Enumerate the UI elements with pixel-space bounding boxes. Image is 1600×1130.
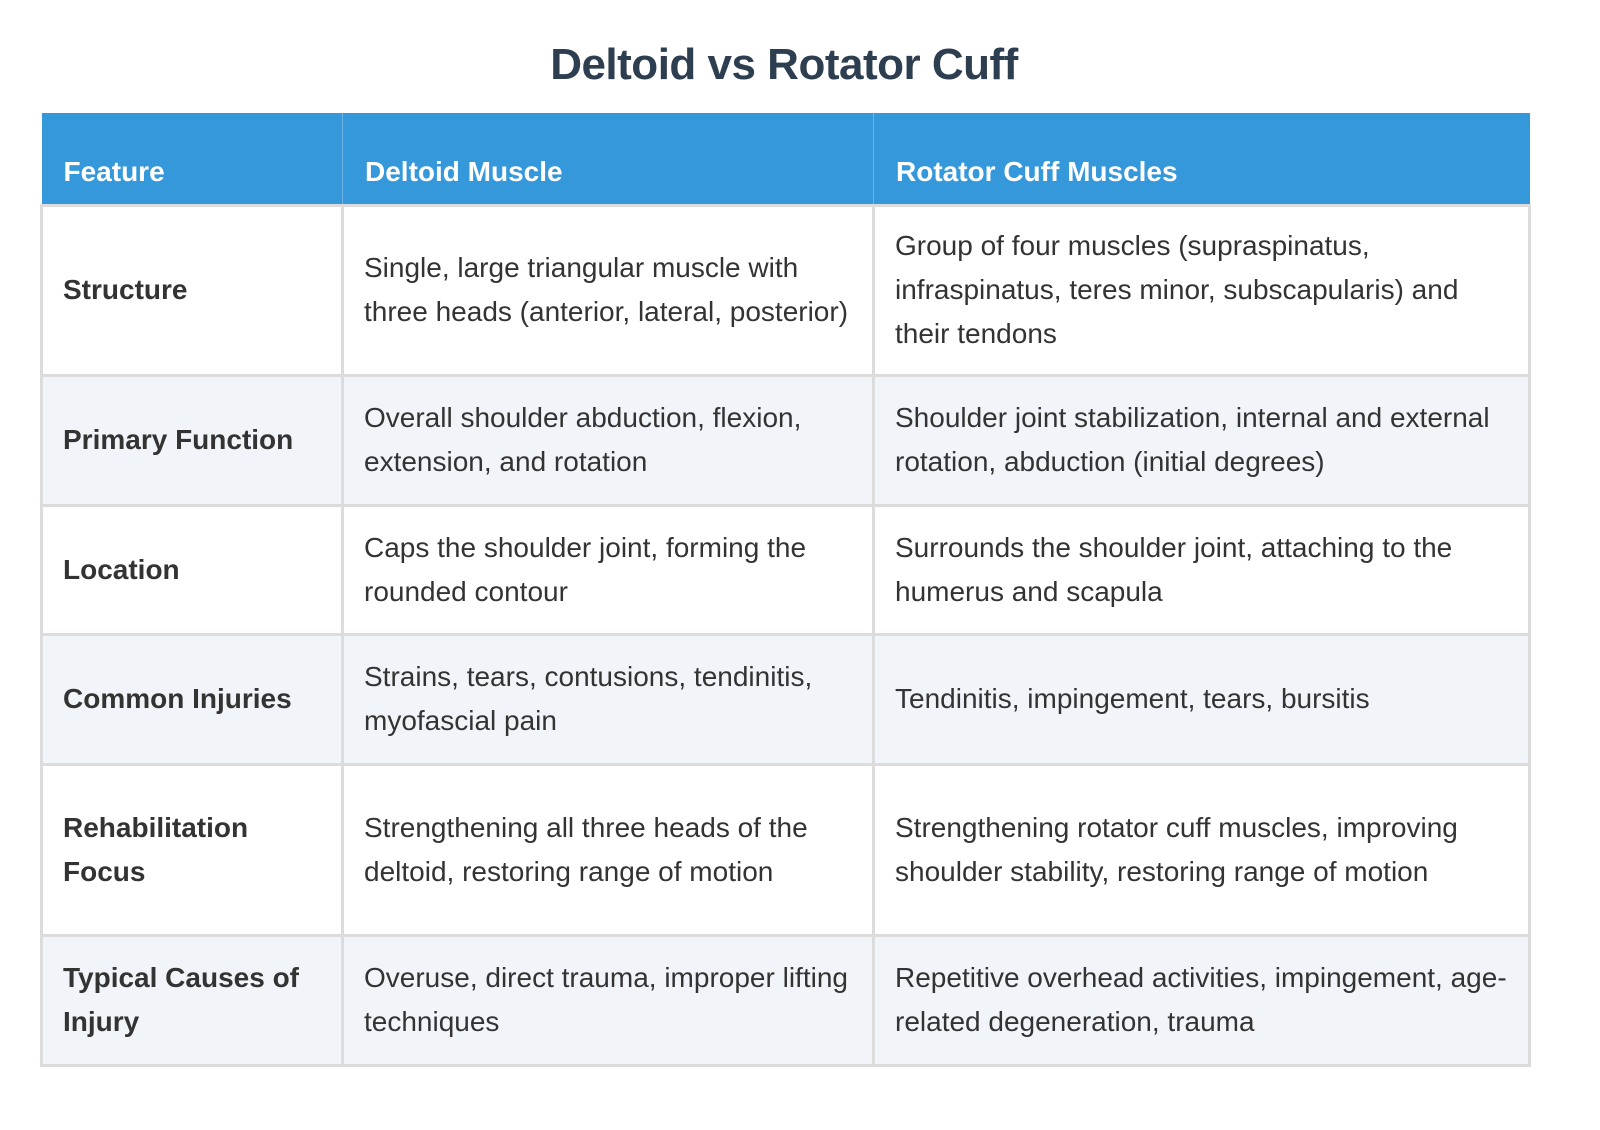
- table-header-row: Feature Deltoid Muscle Rotator Cuff Musc…: [41, 113, 1530, 205]
- deltoid-cell: Single, large triangular muscle with thr…: [341, 203, 875, 377]
- table-row: Primary Function Overall shoulder abduct…: [40, 373, 1531, 507]
- rotator-cell: Shoulder joint stabilization, internal a…: [872, 373, 1531, 507]
- table-row: Typical Causes of Injury Overuse, direct…: [40, 933, 1531, 1067]
- deltoid-cell: Overall shoulder abduction, flexion, ext…: [341, 373, 875, 507]
- feature-cell: Common Injuries: [40, 632, 344, 766]
- rotator-cell: Group of four muscles (supraspinatus, in…: [872, 203, 1531, 377]
- rotator-cell: Strengthening rotator cuff muscles, impr…: [872, 762, 1531, 937]
- deltoid-cell: Strains, tears, contusions, tendinitis, …: [341, 632, 875, 766]
- table-row: Common Injuries Strains, tears, contusio…: [40, 632, 1531, 766]
- feature-cell: Rehabilitation Focus: [40, 762, 344, 937]
- header-deltoid: Deltoid Muscle: [342, 113, 874, 205]
- deltoid-cell: Caps the shoulder joint, forming the rou…: [341, 503, 875, 636]
- rotator-cell: Repetitive overhead activities, impingem…: [872, 933, 1531, 1067]
- rotator-cell: Surrounds the shoulder joint, attaching …: [872, 503, 1531, 636]
- feature-cell: Structure: [40, 203, 344, 377]
- deltoid-cell: Strengthening all three heads of the del…: [341, 762, 875, 937]
- rotator-cell: Tendinitis, impingement, tears, bursitis: [872, 632, 1531, 766]
- page-title: Deltoid vs Rotator Cuff: [550, 40, 1018, 89]
- header-rotator-cuff: Rotator Cuff Muscles: [873, 113, 1530, 205]
- table-row: Rehabilitation Focus Strengthening all t…: [40, 762, 1531, 937]
- feature-cell: Typical Causes of Injury: [40, 933, 344, 1067]
- feature-cell: Location: [40, 503, 344, 636]
- comparison-table: Feature Deltoid Muscle Rotator Cuff Musc…: [40, 113, 1531, 1067]
- table-row: Structure Single, large triangular muscl…: [40, 203, 1531, 377]
- table-row: Location Caps the shoulder joint, formin…: [40, 503, 1531, 636]
- header-feature: Feature: [41, 113, 343, 205]
- feature-cell: Primary Function: [40, 373, 344, 507]
- deltoid-cell: Overuse, direct trauma, improper lifting…: [341, 933, 875, 1067]
